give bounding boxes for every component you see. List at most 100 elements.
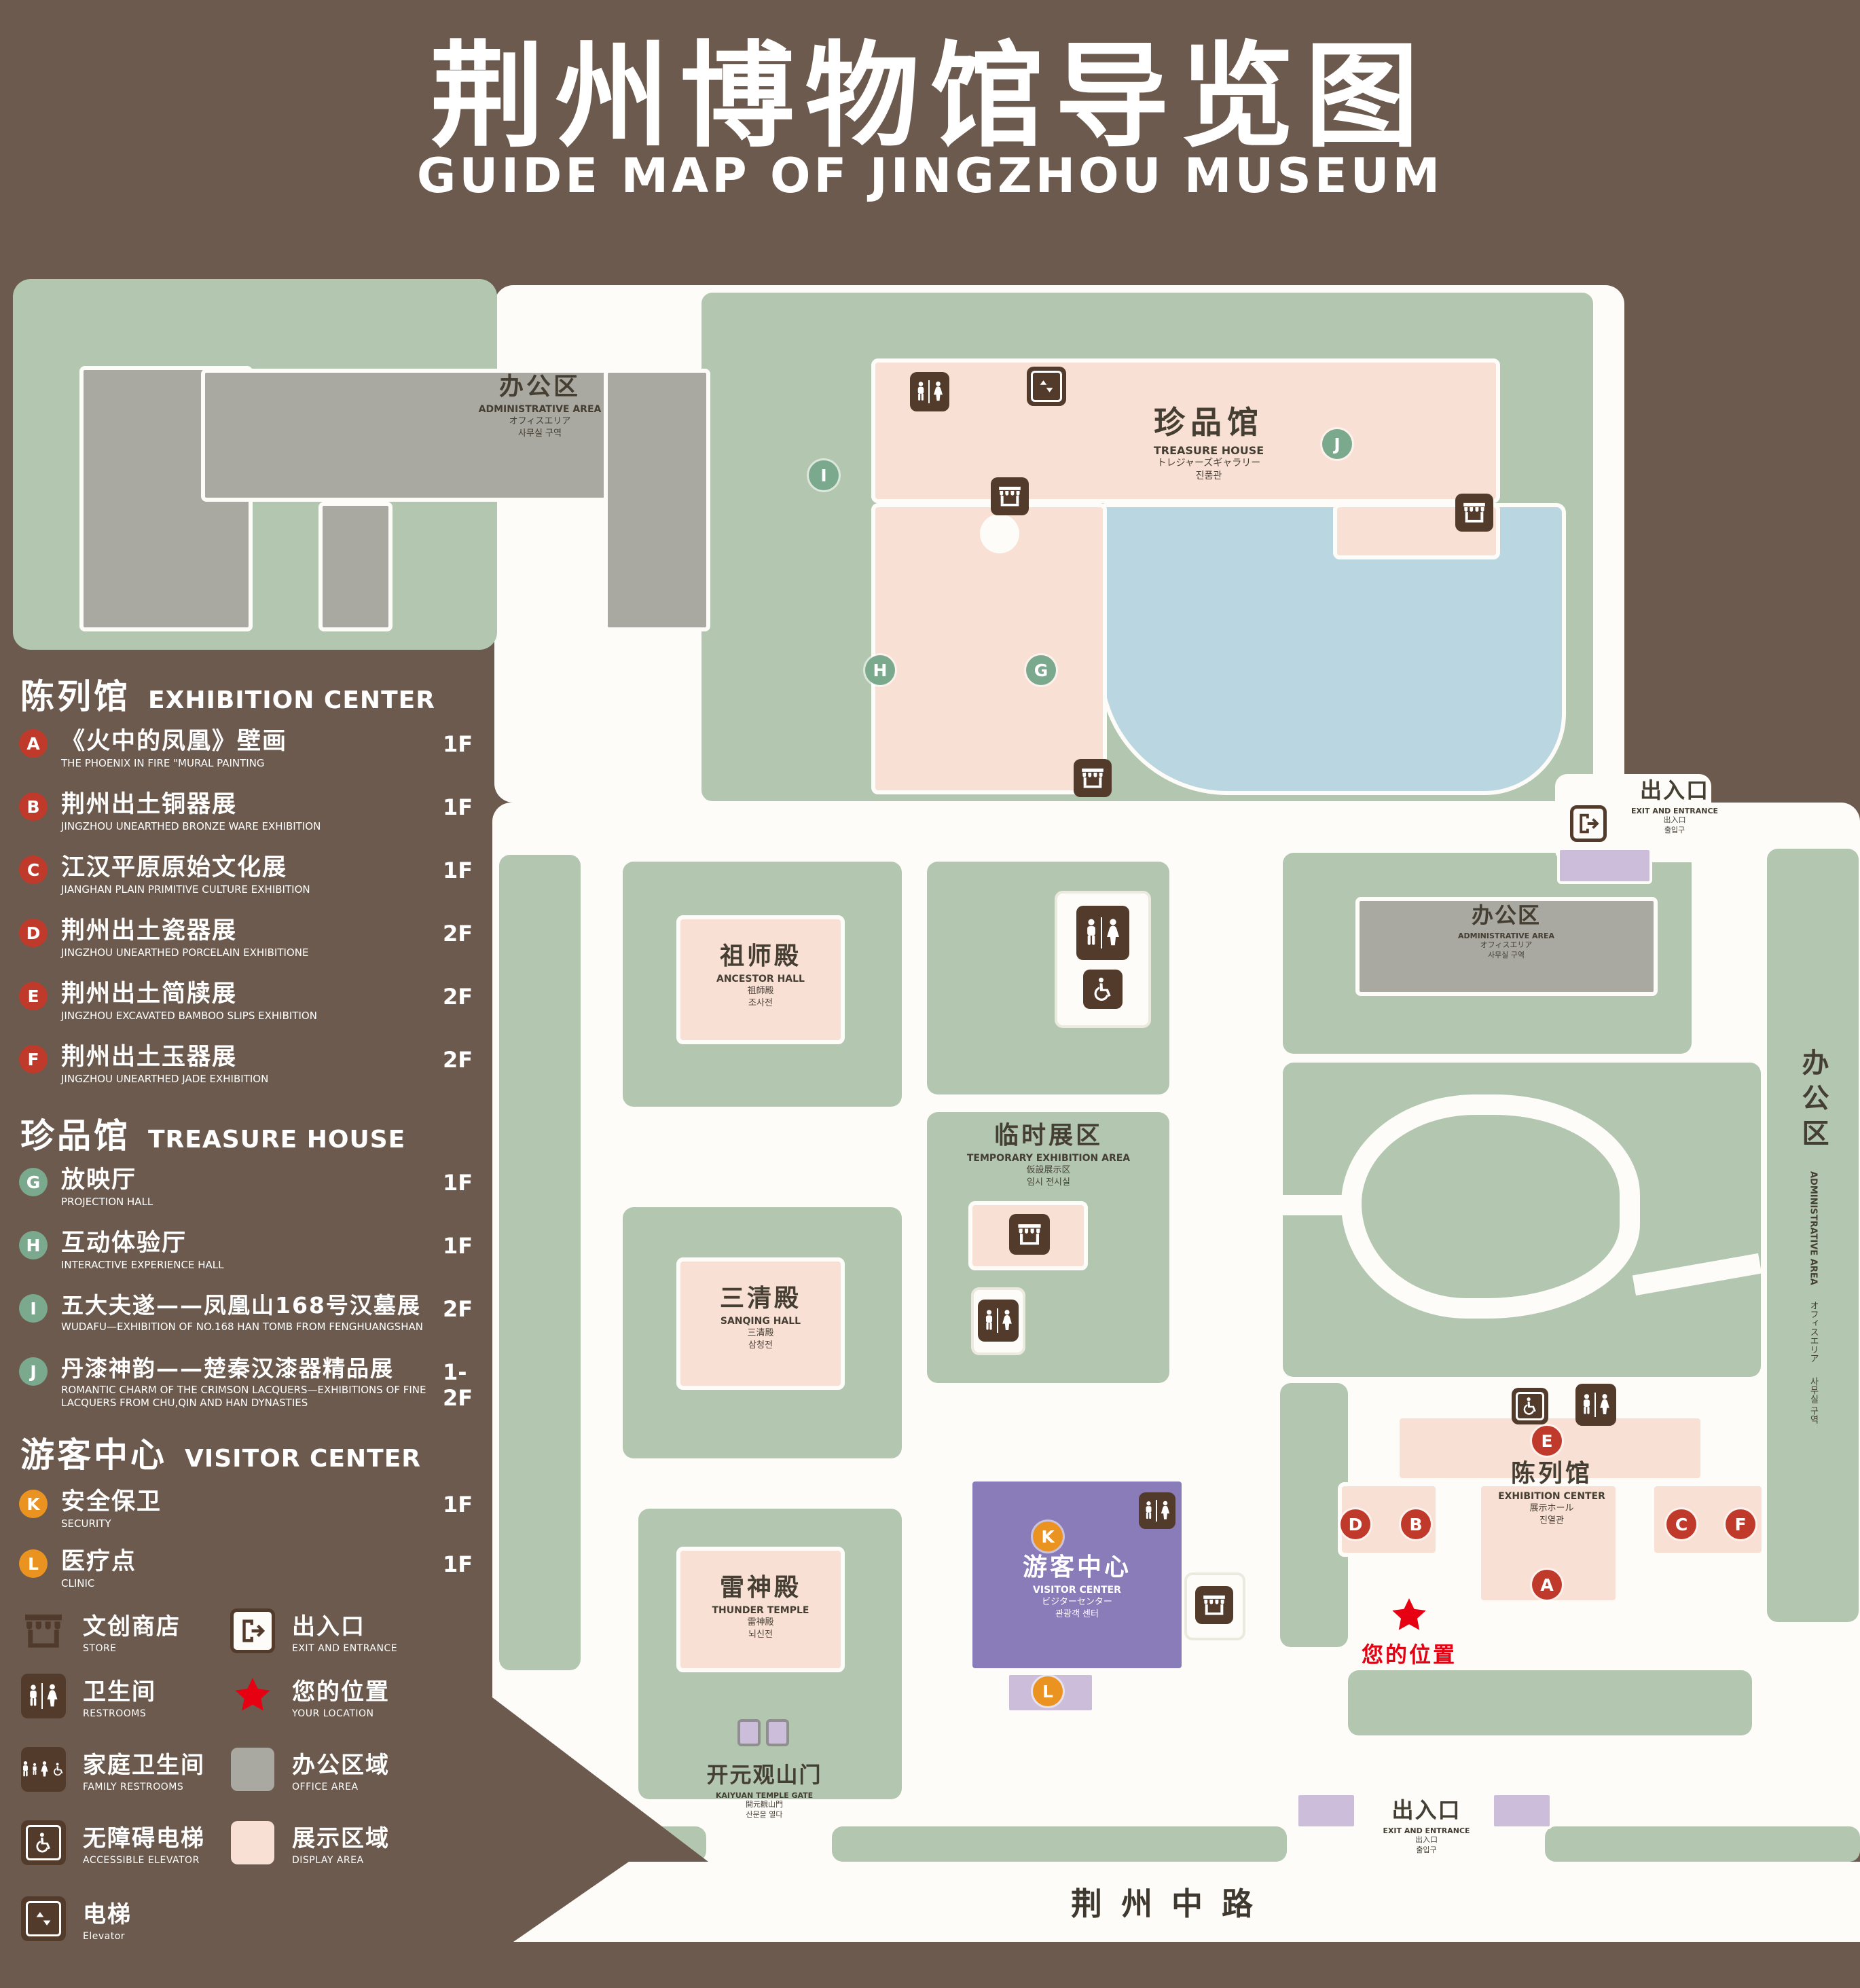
ancestor-hall-label: 祖师殿 ANCESTOR HALL 祖師殿 조사전 bbox=[676, 942, 845, 1009]
lawn-south-3 bbox=[1545, 1826, 1860, 1862]
label-zh: 祖师殿 bbox=[719, 942, 801, 970]
item-floor: 2F bbox=[443, 1296, 473, 1322]
label-ja: オフィスエリア bbox=[1480, 940, 1533, 949]
divider bbox=[1155, 1500, 1157, 1522]
admin-east-label: 办公区 ADMINISTRATIVE AREA オフィスエリア 사무실 구역 bbox=[1398, 903, 1615, 961]
map-marker-H: H bbox=[865, 655, 895, 685]
legend-heading-visitor: 游客中心 VISITOR CENTER bbox=[20, 1428, 421, 1477]
road bbox=[513, 1862, 1860, 1942]
thunder-temple-building bbox=[676, 1547, 845, 1672]
male-figure bbox=[1084, 915, 1099, 951]
office-area-swatch bbox=[228, 1745, 277, 1794]
label-ja: 雷神殿 bbox=[747, 1617, 774, 1628]
exit-icon bbox=[1570, 805, 1607, 842]
symbol-label: 卫生间 RESTROOMS bbox=[83, 1673, 156, 1719]
divider bbox=[996, 1308, 998, 1333]
gray-swatch bbox=[231, 1748, 274, 1791]
label-zh: 游客中心 bbox=[1022, 1553, 1131, 1581]
map-marker-C: C bbox=[1666, 1509, 1696, 1539]
divider bbox=[1594, 1393, 1596, 1417]
legend-elevator: 电梯 Elevator bbox=[19, 1894, 132, 1943]
label-ko: 출입구 bbox=[1664, 825, 1685, 834]
item-en: ROMANTIC CHARM OF THE CRIMSON LACQUERS—E… bbox=[61, 1383, 426, 1409]
label-en: KAIYUAN TEMPLE GATE bbox=[715, 1790, 814, 1800]
label-ja: ビジターセンター bbox=[1042, 1597, 1112, 1608]
wheelchair-icon bbox=[1089, 976, 1116, 1003]
store-icon bbox=[1074, 759, 1112, 797]
item-en: JINGZHOU UNEARTHED PORCELAIN EXHIBITIONE bbox=[61, 946, 309, 959]
divider bbox=[41, 1682, 43, 1710]
gate-pillar-west bbox=[737, 1719, 761, 1746]
marker-letter: B bbox=[1409, 1514, 1423, 1534]
exit-ne-label: 出入口 EXIT AND ENTRANCE 出入口 출입구 bbox=[1607, 778, 1743, 836]
exhibition-center-label: 陈列馆 EXHIBITION CENTER 展示ホール 진열관 bbox=[1467, 1460, 1637, 1526]
admin-east-building bbox=[1355, 897, 1658, 996]
item-zh: 荆州出土玉器展 bbox=[61, 1044, 238, 1071]
divider bbox=[928, 380, 930, 403]
admin-strip-label: 办公区 ADMINISTRATIVE AREA オフィスエリア 사무실 구역 bbox=[1793, 1042, 1833, 1429]
thunder-temple-label: 雷神殿 THUNDER TEMPLE 雷神殿 뇌신전 bbox=[676, 1574, 845, 1640]
label-ja: トレジャーズギャラリー bbox=[1156, 458, 1261, 469]
item-floor: 2F bbox=[443, 984, 473, 1010]
item-zh: 医疗点 bbox=[61, 1548, 137, 1575]
exit-door-icon bbox=[1575, 811, 1601, 836]
symbol-zh: 展示区域 bbox=[292, 1825, 390, 1852]
item-zh: 荆州出土铜器展 bbox=[61, 791, 238, 818]
map-marker-J: J bbox=[1322, 429, 1352, 459]
label-ja: 出入口 bbox=[1663, 815, 1686, 824]
map-marker-K: K bbox=[1033, 1522, 1063, 1551]
male-figure bbox=[1581, 1391, 1592, 1418]
elevator-arrows-icon bbox=[31, 1906, 56, 1932]
item-floor: 1F bbox=[443, 1551, 473, 1577]
restroom-icon bbox=[1076, 906, 1129, 960]
awning-icon bbox=[1201, 1591, 1228, 1619]
label-zh: 三清殿 bbox=[719, 1285, 801, 1312]
child-figure bbox=[31, 1761, 38, 1778]
restroom-icon bbox=[19, 1672, 68, 1720]
label-ko: 사무실 구역 bbox=[518, 428, 562, 439]
marker-H: H bbox=[19, 1231, 48, 1259]
label-en: TEMPORARY EXHIBITION AREA bbox=[966, 1153, 1131, 1164]
admin-nw-label: 办公区 ADMINISTRATIVE AREA オフィスエリア 사무실 구역 bbox=[435, 373, 645, 439]
legend-item-H: H 互动体验厅 INTERACTIVE EXPERIENCE HALL 1F bbox=[19, 1230, 494, 1287]
your-location-star-icon bbox=[228, 1672, 277, 1720]
label-en: ADMINISTRATIVE AREA bbox=[478, 404, 602, 416]
legend-restrooms: 卫生间 RESTROOMS bbox=[19, 1672, 156, 1720]
store-icon bbox=[19, 1606, 68, 1655]
legend-item-B: B 荆州出土铜器展 JINGZHOU UNEARTHED BRONZE WARE… bbox=[19, 791, 494, 848]
label-en: EXHIBITION CENTER bbox=[1498, 1491, 1605, 1503]
symbol-zh: 无障碍电梯 bbox=[83, 1825, 205, 1852]
legend-heading-exhibition: 陈列馆 EXHIBITION CENTER bbox=[20, 669, 435, 718]
symbol-en: OFFICE AREA bbox=[292, 1782, 359, 1792]
elevator-arrows-icon bbox=[1035, 375, 1058, 398]
item-zh: 五大夫遂——凤凰山168号汉墓展 bbox=[61, 1292, 421, 1319]
male-figure bbox=[21, 1758, 30, 1781]
elevator-icon bbox=[19, 1894, 68, 1943]
store-icon bbox=[1455, 494, 1493, 532]
label-ko: 진열관 bbox=[1539, 1515, 1564, 1526]
label-ja: 仮設展示区 bbox=[1026, 1165, 1071, 1176]
map-marker-B: B bbox=[1401, 1509, 1431, 1539]
admin-strip-label-wrap: 办公区 ADMINISTRATIVE AREA オフィスエリア 사무실 구역 bbox=[1767, 849, 1859, 1622]
label-zh: 雷神殿 bbox=[719, 1574, 801, 1602]
store-icon bbox=[991, 477, 1029, 515]
item-zh: 放映厅 bbox=[61, 1166, 137, 1194]
legend-item-G: G 放映厅 PROJECTION HALL 1F bbox=[19, 1166, 494, 1223]
restroom-square bbox=[21, 1674, 66, 1718]
legend-item-D: D 荆州出土瓷器展 JINGZHOU UNEARTHED PORCELAIN E… bbox=[19, 917, 494, 974]
treasure-plaza-circle bbox=[980, 514, 1019, 553]
label-en: EXIT AND ENTRANCE bbox=[1630, 806, 1719, 815]
label-ja: 出入口 bbox=[1415, 1835, 1438, 1844]
symbol-en: DISPLAY AREA bbox=[292, 1855, 364, 1866]
store-icon bbox=[1195, 1586, 1233, 1624]
marker-letter: L bbox=[1042, 1681, 1053, 1701]
female-figure bbox=[45, 1681, 60, 1711]
item-zh: 《火中的凤凰》壁画 bbox=[61, 728, 288, 755]
heading-zh: 游客中心 bbox=[20, 1435, 167, 1475]
map-marker-L: L bbox=[1033, 1676, 1063, 1706]
symbol-label: 您的位置 YOUR LOCATION bbox=[292, 1673, 390, 1719]
awning-icon bbox=[1461, 499, 1488, 526]
label-en: EXIT AND ENTRANCE bbox=[1383, 1826, 1470, 1835]
label-ja: オフィスエリア bbox=[509, 416, 571, 427]
item-en: PROJECTION HALL bbox=[61, 1196, 153, 1209]
